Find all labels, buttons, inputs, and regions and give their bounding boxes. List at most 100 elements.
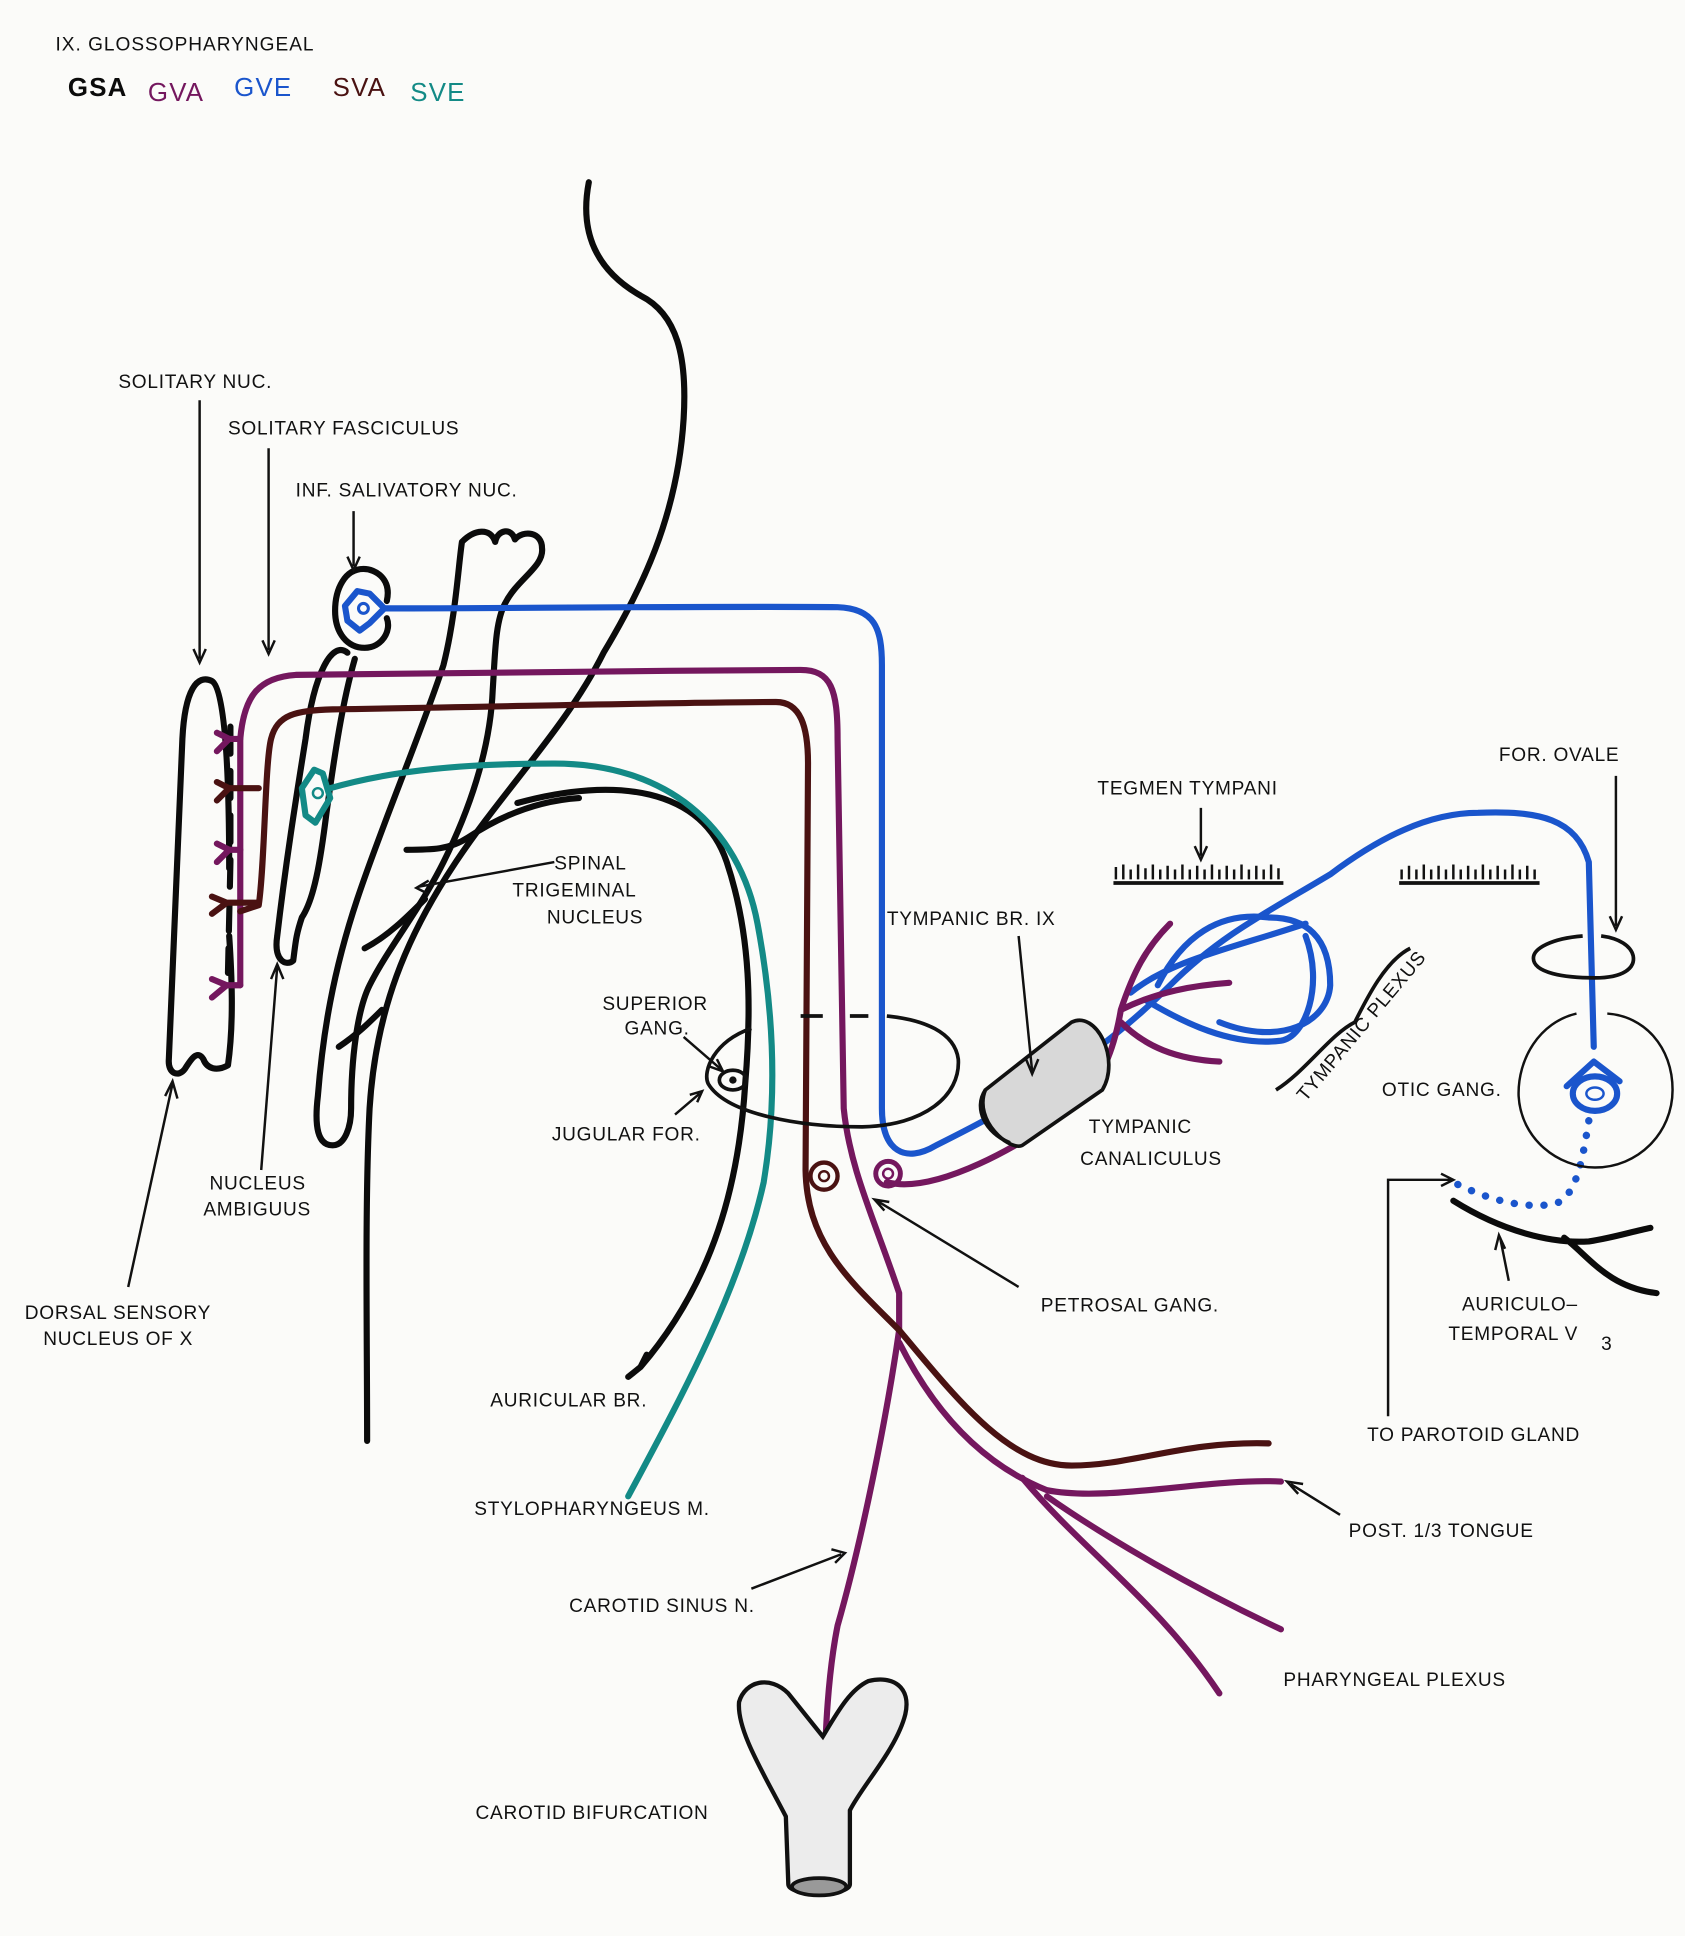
gva-synapse-mid	[213, 840, 244, 866]
label-post-tongue: POST. 1/3 TONGUE	[1349, 1521, 1534, 1542]
legend-sva: SVA	[333, 74, 387, 102]
spinal-trigeminal-column	[313, 528, 546, 1149]
trigeminal-branch-3	[335, 1006, 385, 1050]
gva-synapse-top	[213, 729, 244, 755]
pharyngeal-branch-1	[1043, 1493, 1285, 1633]
sva-central-fiber	[237, 698, 1272, 1469]
jugular-foramen-ellipse	[704, 1014, 961, 1129]
label-inf-salivatory: INF. SALIVATORY NUC.	[296, 480, 518, 501]
label-auricular-br: AURICULAR BR.	[490, 1390, 647, 1411]
label-temporal-sub: 3	[1601, 1334, 1612, 1355]
post-tongue-branch	[896, 1339, 1285, 1497]
inf-salivatory-neuron	[341, 588, 388, 634]
brainstem-midline-outline	[363, 179, 688, 1444]
petrosal-ganglion-cell	[873, 1158, 903, 1189]
label-nucleus: NUCLEUS	[547, 908, 643, 929]
diagram-title: IX. GLOSSOPHARYNGEAL	[56, 34, 315, 55]
trigeminal-branch-1	[403, 794, 583, 853]
otic-ganglion-circle	[1517, 1012, 1674, 1169]
arrow-tegmen-tympani	[1193, 807, 1209, 863]
tympanic-plexus-loops	[1127, 913, 1334, 1045]
label-nucleus-amb-1: NUCLEUS	[209, 1174, 305, 1195]
jugular-foramen	[704, 1014, 961, 1129]
legend-sve: SVE	[410, 79, 465, 107]
gva-pathway	[208, 666, 1285, 1787]
sva-ganglion-cell	[808, 1160, 840, 1192]
neuron-nucleus	[356, 601, 370, 615]
arrow-nucleus-ambiguus	[259, 961, 285, 1171]
nucleus-ambiguus-neuron	[298, 766, 334, 826]
arrow-post-tongue	[1283, 1479, 1341, 1516]
label-trigeminal: TRIGEMINAL	[512, 881, 636, 902]
label-stylopharyngeus: STYLOPHARYNGEUS M.	[474, 1499, 710, 1520]
legend-gsa: GSA	[68, 74, 128, 102]
legend-gve: GVE	[234, 74, 292, 102]
label-to-parotoid: TO PAROTOID GLAND	[1367, 1425, 1580, 1446]
label-carotid-sinus: CAROTID SINUS N.	[569, 1596, 755, 1617]
dorsal-sensory-nucleus-shape	[165, 676, 235, 1077]
nucleus-ambiguus-shape	[273, 647, 358, 966]
canaliculus-rim	[978, 1088, 1011, 1145]
arrow-to-parotoid	[1386, 1172, 1457, 1417]
arrow-tympanic-br	[1017, 935, 1040, 1078]
arrow-auriculotemporal	[1494, 1231, 1510, 1282]
arrow-superior-gang	[682, 1036, 726, 1074]
sva-synapse-1	[213, 778, 262, 804]
superior-ganglion	[717, 1068, 749, 1092]
label-solitary-fasciculus: SOLITARY FASCICULUS	[228, 419, 459, 440]
label-tympanic-br: TYMPANIC BR. IX	[887, 909, 1056, 930]
foramen-ovale-ring	[1531, 934, 1636, 980]
auriculotemporal-nerve	[1450, 1197, 1660, 1297]
label-nucleus-amb-2: AMBIGUUS	[203, 1200, 311, 1221]
pharyngeal-branch-2	[1019, 1474, 1223, 1697]
label-auriculo: AURICULO–	[1462, 1294, 1578, 1315]
label-tympanic-can-1: TYMPANIC	[1089, 1117, 1192, 1138]
tegmen-tympani-marks	[1113, 864, 1540, 1092]
brainstem-outlines	[165, 179, 752, 1444]
canaliculus-body	[981, 1018, 1111, 1148]
otic-region	[1450, 934, 1674, 1297]
solitary-fasciculus	[224, 723, 234, 977]
stylopharyngeus-fiber	[327, 760, 776, 1500]
sve-pathway	[298, 760, 776, 1500]
carotid-artery-shape	[736, 1677, 909, 1896]
label-petrosal-gang: PETROSAL GANG.	[1041, 1296, 1219, 1317]
gva-synapse-low	[208, 976, 244, 1001]
otic-ganglion-nucleus	[1585, 1086, 1605, 1102]
tympanic-canaliculus	[978, 1018, 1111, 1148]
sva-pathway	[208, 698, 1272, 1469]
arrow-dorsal-sensory	[126, 1077, 179, 1288]
labels: SOLITARY NUC. SOLITARY FASCICULUS INF. S…	[25, 372, 1619, 1824]
label-for-ovale: FOR. OVALE	[1499, 745, 1619, 766]
otic-ganglion-cell	[1569, 1073, 1621, 1114]
superior-ganglion-nucleus	[729, 1076, 737, 1084]
inf-salivatory-nucleus-circle	[332, 565, 392, 651]
label-otic-gang: OTIC GANG.	[1382, 1080, 1502, 1101]
sve-neuron-nucleus	[311, 786, 325, 800]
label-spinal: SPINAL	[554, 853, 626, 874]
tegmen-teeth-left	[1114, 864, 1280, 880]
arrow-jugular-for	[674, 1089, 705, 1116]
petrosal-ganglion-nucleus	[881, 1167, 895, 1180]
label-dorsal-sensory-1: DORSAL SENSORY	[25, 1303, 211, 1324]
label-tympanic-can-2: CANALICULUS	[1080, 1149, 1222, 1170]
gva-central-fiber	[237, 666, 903, 1765]
arrow-carotid-sinus	[750, 1548, 848, 1590]
label-gang: GANG.	[625, 1019, 690, 1040]
tympanic-plexus-wall	[1275, 946, 1412, 1092]
sva-synapse-2	[208, 893, 262, 917]
leader-lines	[126, 400, 1624, 1590]
arrow-spinal-trigeminal	[413, 860, 555, 896]
label-dorsal-sensory-2: NUCLEUS OF X	[43, 1329, 193, 1350]
label-solitary-nuc: SOLITARY NUC.	[118, 372, 272, 393]
arrow-solitary-fasciculus	[261, 448, 276, 657]
label-jugular-for: JUGULAR FOR.	[552, 1124, 701, 1145]
label-pharyngeal-plexus: PHARYNGEAL PLEXUS	[1283, 1670, 1506, 1691]
tegmen-teeth-right	[1400, 864, 1536, 880]
otic-ganglion-synapse	[1563, 1058, 1623, 1090]
legend: GSA GVA GVE SVA SVE	[68, 74, 465, 107]
label-carotid-bifurcation: CAROTID BIFURCATION	[475, 1803, 708, 1824]
trigeminal-branch-2	[361, 895, 429, 952]
label-tegmen-tympani: TEGMEN TYMPANI	[1097, 778, 1277, 799]
